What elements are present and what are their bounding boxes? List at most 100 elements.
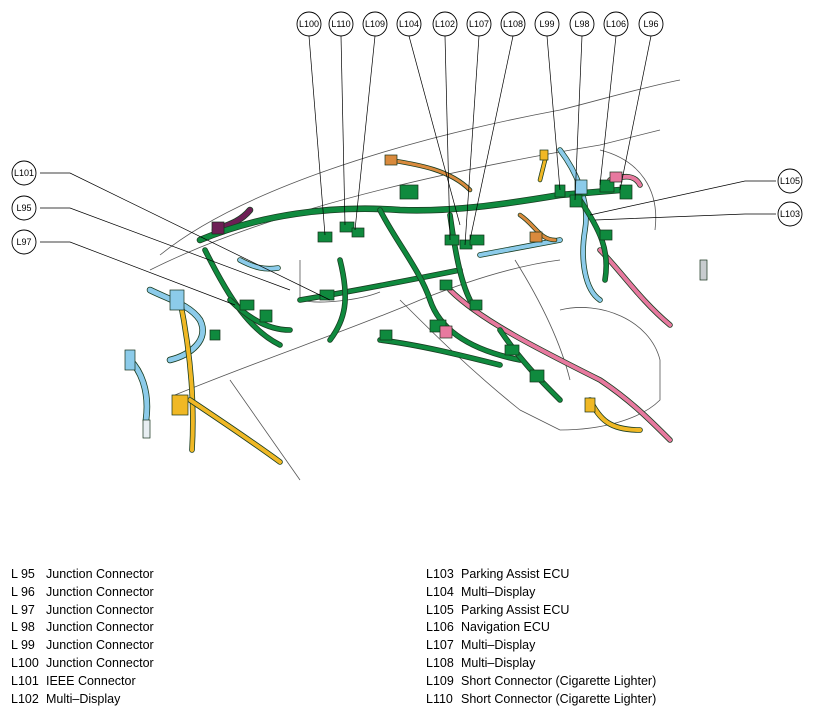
svg-text:L102: L102 [435, 19, 455, 29]
callout-l95: L95 [11, 195, 37, 221]
harness-connectors [124, 149, 708, 439]
terminal-connector [699, 259, 708, 281]
blue-wire [238, 258, 280, 271]
green-connector [469, 299, 483, 311]
green-connector [444, 234, 460, 246]
callout-l102: L102 [432, 11, 458, 37]
orange-connector [384, 154, 398, 166]
blue-wire [558, 148, 602, 302]
orange-wire [518, 213, 557, 242]
svg-text:L95: L95 [16, 203, 31, 213]
callout-l109: L109 [362, 11, 388, 37]
terminal-connector [142, 419, 151, 439]
green-connector [469, 234, 485, 246]
svg-text:L97: L97 [16, 237, 31, 247]
svg-text:L104: L104 [399, 19, 419, 29]
green-connector [599, 229, 613, 241]
svg-text:L106: L106 [606, 19, 626, 29]
green-wire [378, 338, 502, 367]
svg-text:L101: L101 [14, 168, 34, 178]
pink-connector [439, 325, 453, 339]
green-connector [239, 299, 255, 311]
green-wire [228, 298, 292, 332]
callout-l98: L98 [569, 11, 595, 37]
callout-l110: L110 [328, 11, 354, 37]
green-connector [339, 221, 355, 233]
yellow-connector [584, 397, 596, 413]
svg-text:L107: L107 [469, 19, 489, 29]
callout-l107: L107 [466, 11, 492, 37]
pink-wire [598, 248, 672, 327]
callout-l96: L96 [638, 11, 664, 37]
green-connector [259, 309, 273, 323]
svg-text:L103: L103 [780, 209, 800, 219]
green-connector [569, 194, 583, 208]
yellow-connector [171, 394, 189, 416]
green-connector [554, 184, 566, 198]
callout-l105: L105 [777, 168, 803, 194]
orange-connector [529, 231, 543, 243]
green-wire [328, 258, 348, 342]
yellow-wire [188, 398, 282, 464]
green-connector [599, 179, 615, 193]
callout-l97: L97 [11, 229, 37, 255]
orange-wire [388, 158, 472, 192]
svg-text:L109: L109 [365, 19, 385, 29]
callout-l101: L101 [11, 160, 37, 186]
callout-l100: L100 [296, 11, 322, 37]
callout-l106: L106 [603, 11, 629, 37]
svg-text:L99: L99 [539, 19, 554, 29]
callout-l104: L104 [396, 11, 422, 37]
svg-text:L110: L110 [331, 19, 350, 29]
green-connector [351, 227, 365, 238]
green-connector [529, 369, 545, 383]
callout-l108: L108 [500, 11, 526, 37]
pink-connector [609, 171, 623, 183]
svg-text:L96: L96 [643, 19, 658, 29]
yellow-wire [178, 298, 195, 452]
pink-wire [448, 288, 672, 442]
blue-connector [169, 289, 185, 311]
wiring-harness-diagram: L100 L110 L109 L104 L102 L107 L108 L99 L… [11, 11, 803, 481]
callout-leaders [40, 35, 776, 306]
green-connector [619, 184, 633, 200]
pink-wire-outline [447, 287, 673, 443]
green-wire [448, 213, 472, 302]
blue-connector [124, 349, 136, 371]
svg-text:L105: L105 [780, 176, 800, 186]
green-trunk [197, 187, 623, 243]
blue-connector [574, 179, 588, 195]
svg-text:L100: L100 [299, 19, 319, 29]
blue-wire [478, 238, 562, 257]
yellow-wire [538, 158, 547, 182]
green-connector [379, 329, 393, 341]
svg-text:L98: L98 [574, 19, 589, 29]
green-connector [504, 344, 520, 356]
green-connector [399, 184, 419, 200]
purple-connector [211, 221, 225, 235]
green-connector [209, 329, 221, 341]
svg-text:L108: L108 [503, 19, 523, 29]
yellow-connector [539, 149, 549, 161]
green-connector [439, 279, 453, 291]
callout-l103: L103 [777, 201, 803, 227]
callout-l99: L99 [534, 11, 560, 37]
green-wire [498, 328, 562, 402]
